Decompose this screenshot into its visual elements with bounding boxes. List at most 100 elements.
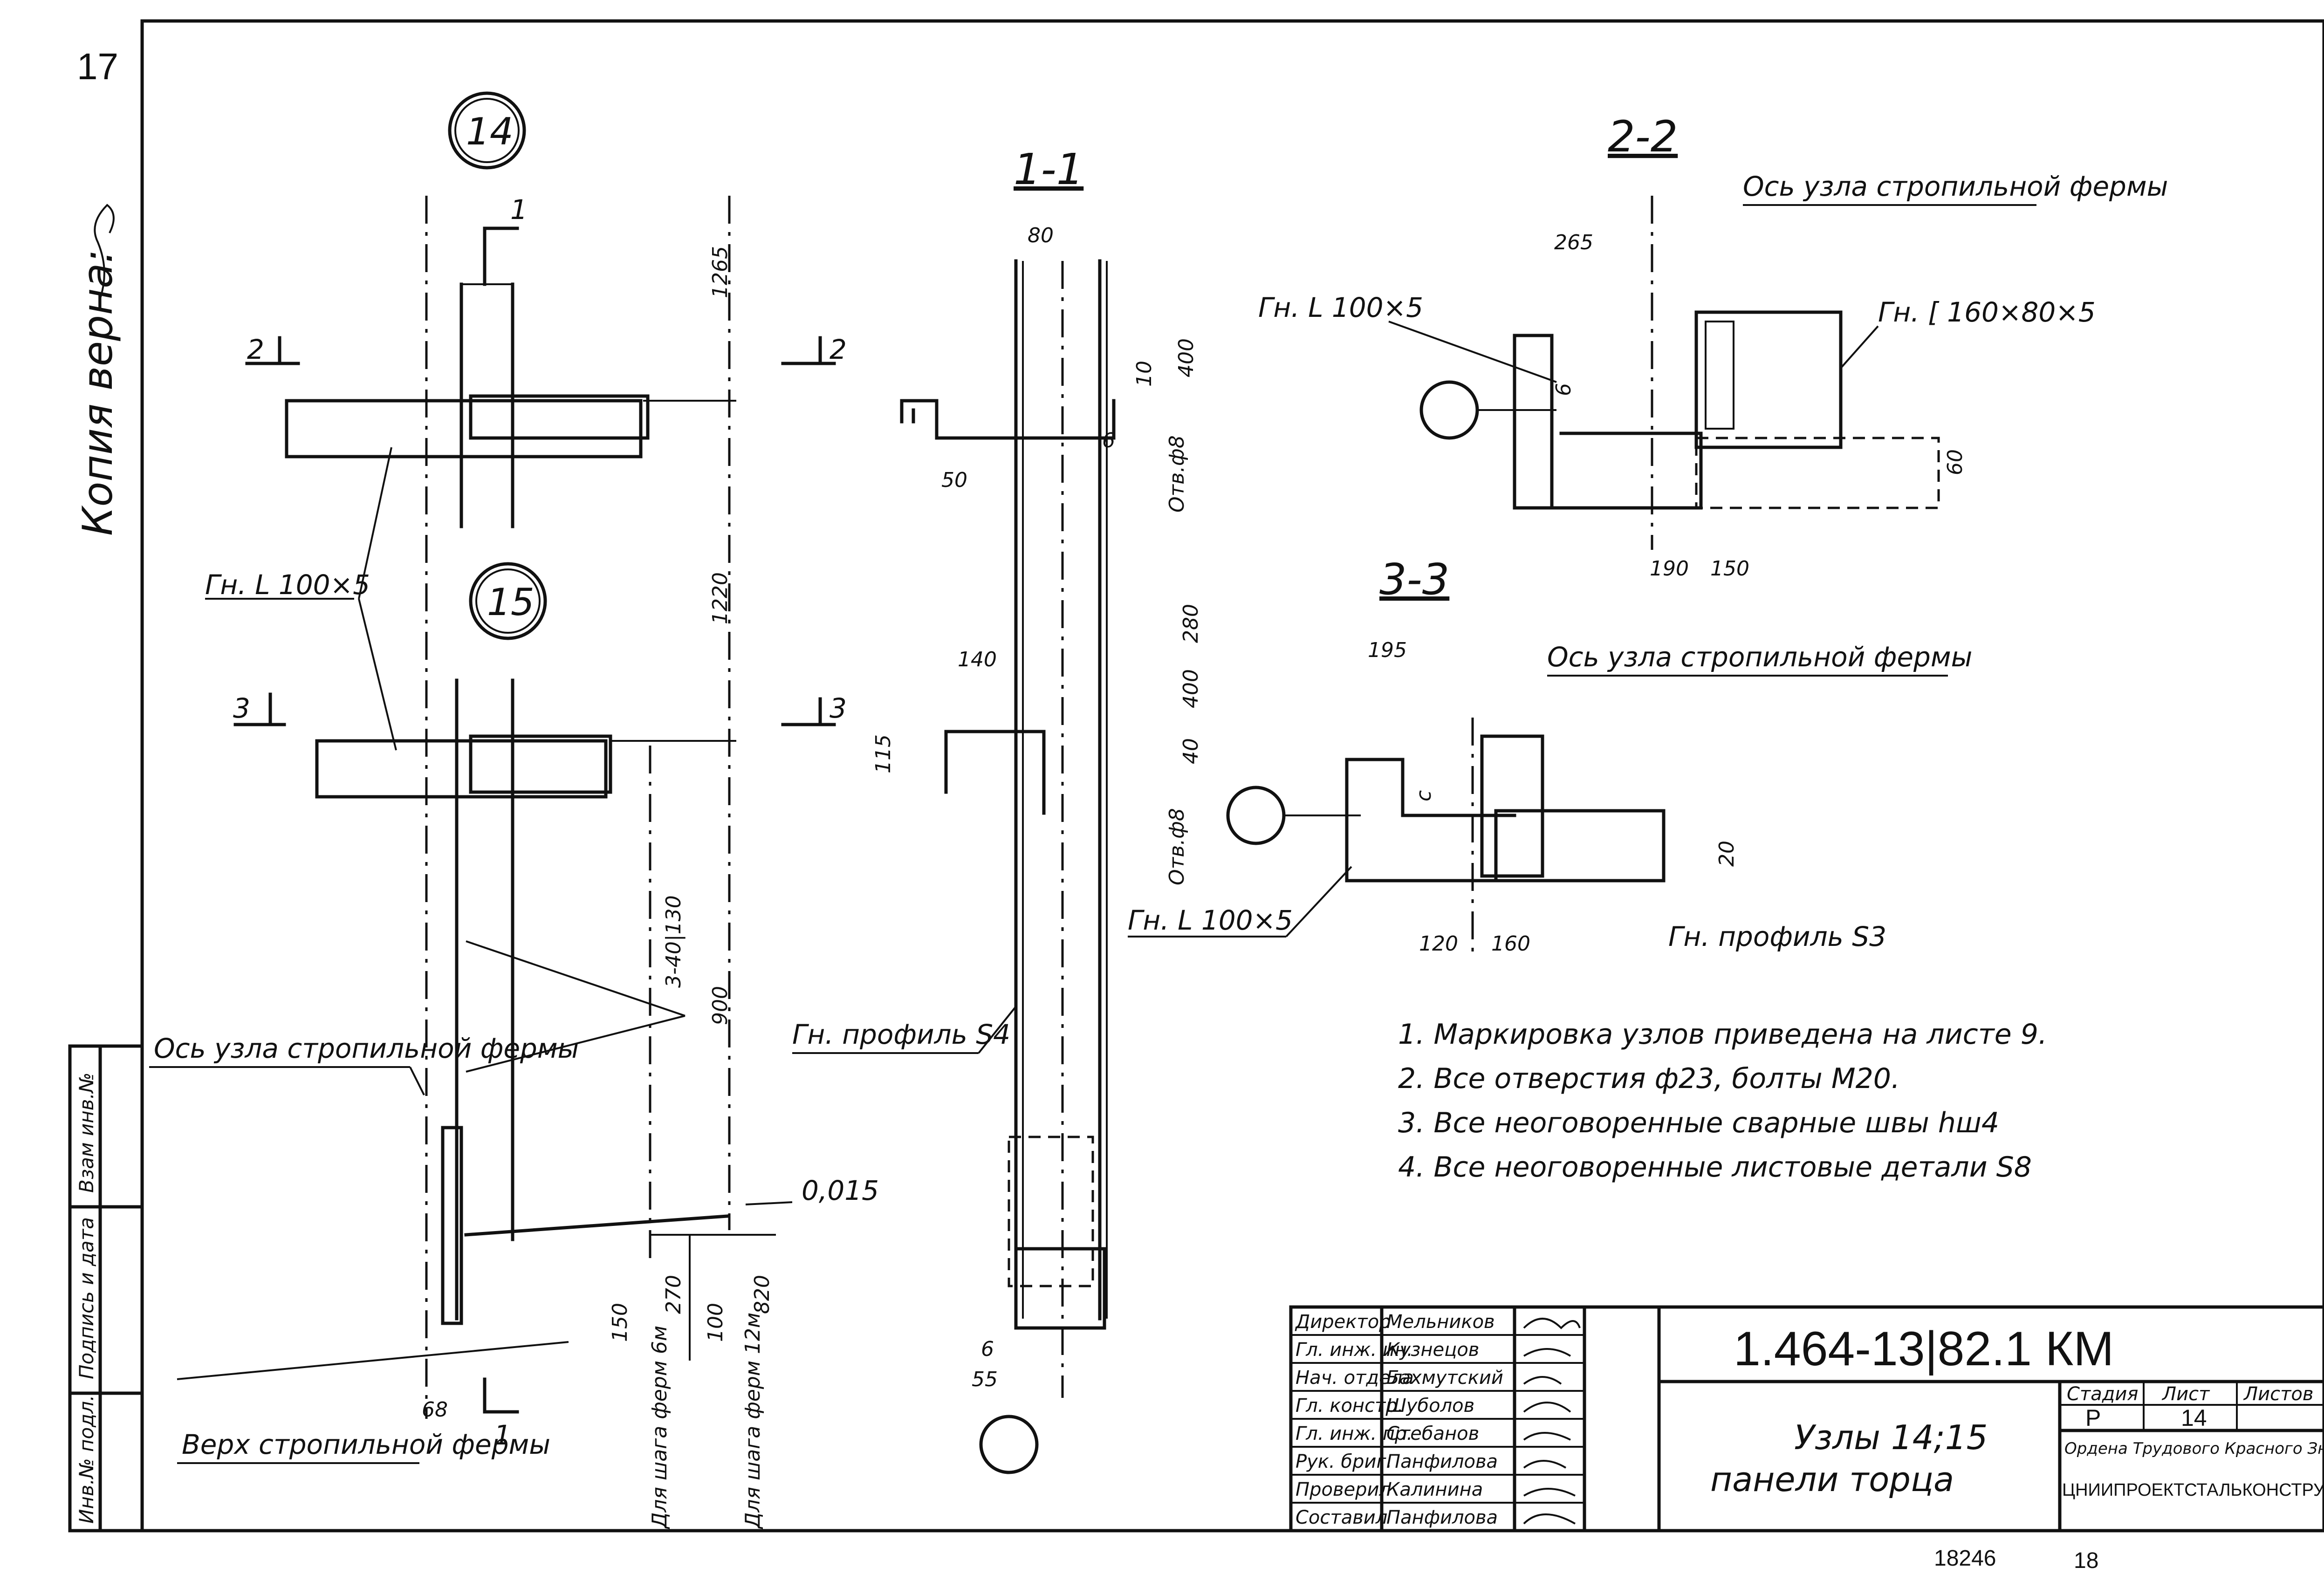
signatures <box>1523 1318 1581 1525</box>
svg-text:ЦНИИПРОЕКТСТАЛЬКОНСТРУКЦИЯ: ЦНИИПРОЕКТСТАЛЬКОНСТРУКЦИЯ <box>2062 1480 2324 1500</box>
svg-text:10: 10 <box>1132 361 1156 387</box>
label-top-truss: Верх стропильной фермы <box>182 1429 550 1460</box>
svg-text:Ордена Трудового Красного Знам: Ордена Трудового Красного Знамени <box>2064 1439 2324 1458</box>
drawing-code: 1.464-13|82.1 КМ <box>1734 1322 2114 1376</box>
svg-text:100: 100 <box>704 1303 727 1342</box>
svg-text:68: 68 <box>422 1398 448 1422</box>
svg-text:3: 3 <box>830 692 847 724</box>
svg-text:14: 14 <box>466 110 514 153</box>
label-axis-truss-left: Ось узла стропильной фермы <box>154 1033 579 1064</box>
svg-text:Инв.№ подл.: Инв.№ подл. <box>75 1395 98 1524</box>
svg-text:195: 195 <box>1368 638 1407 662</box>
svg-text:2. Все отверстия ф23, болты М2: 2. Все отверстия ф23, болты М20. <box>1398 1062 1900 1095</box>
svg-text:140: 140 <box>958 648 997 671</box>
svg-text:60: 60 <box>1943 449 1967 475</box>
main-elevation: 14 15 1 <box>149 91 879 1529</box>
svg-text:20: 20 <box>1715 841 1739 867</box>
svg-text:3: 3 <box>233 692 250 724</box>
label-angle-22: Гн. L 100×5 <box>1258 292 1423 323</box>
svg-text:Бахмутский: Бахмутский <box>1386 1367 1503 1389</box>
label-axis-22: Ось узла стропильной фермы <box>1743 171 2168 202</box>
svg-text:400: 400 <box>1174 338 1198 377</box>
svg-text:c: c <box>1412 790 1436 801</box>
svg-text:Стадия: Стадия <box>2067 1383 2138 1405</box>
svg-text:1: 1 <box>494 1419 511 1451</box>
node-marker-15 <box>469 562 547 640</box>
copy-signature <box>94 204 115 299</box>
svg-text:14: 14 <box>2181 1405 2207 1431</box>
node-marker-14 <box>448 91 526 170</box>
svg-text:Подпись и дата: Подпись и дата <box>75 1217 98 1379</box>
svg-text:400: 400 <box>1179 669 1203 708</box>
svg-text:Лист: Лист <box>2161 1383 2210 1405</box>
label-hole-mid: Отв.ф8 <box>1165 808 1189 885</box>
svg-text:900: 900 <box>708 986 732 1025</box>
title-block: Директор Мельников Гл. инж. ин. Кузнецов… <box>1289 1305 2324 1533</box>
svg-text:190: 190 <box>1650 557 1689 581</box>
svg-text:Гл. констр.: Гл. констр. <box>1296 1395 1403 1417</box>
svg-text:2: 2 <box>247 334 264 365</box>
svg-text:Гл. инж. ин.: Гл. инж. ин. <box>1296 1339 1413 1361</box>
svg-text:6: 6 <box>1102 429 1115 452</box>
svg-text:55: 55 <box>972 1368 998 1391</box>
copy-note: Копия верна: <box>74 249 122 536</box>
side-stamp: Взам инв.№ Подпись и дата Инв.№ подл. <box>68 1044 144 1533</box>
section-2-2: 2-2 265 6 60 190 150 Гн. L 100×5 Гн. [ 1… <box>1258 112 2168 581</box>
svg-text:4. Все неоговоренные листовые: 4. Все неоговоренные листовые детали S8 <box>1398 1151 2032 1184</box>
sheet-number-top: 17 <box>77 46 118 87</box>
svg-text:Проверил: Проверил <box>1296 1479 1391 1500</box>
svg-text:Узлы 14;15: Узлы 14;15 <box>1794 1418 1988 1457</box>
svg-text:Составил: Составил <box>1296 1507 1387 1528</box>
svg-text:Нач. отдела: Нач. отдела <box>1296 1367 1414 1389</box>
svg-text:Стебанов: Стебанов <box>1386 1423 1479 1444</box>
svg-text:Шуболов: Шуболов <box>1386 1395 1474 1417</box>
section-3-3: 3-3 195 c 20 120 160 Ось узла стропильно… <box>1128 554 1972 960</box>
svg-text:40: 40 <box>1179 738 1203 764</box>
section-title-2-2: 2-2 <box>1608 112 1678 162</box>
svg-text:Рук. бриг.: Рук. бриг. <box>1296 1451 1392 1472</box>
svg-text:Листов: Листов <box>2243 1383 2313 1405</box>
svg-text:1265: 1265 <box>708 246 732 298</box>
label-angle-33: Гн. L 100×5 <box>1128 904 1293 936</box>
svg-text:150: 150 <box>608 1303 632 1342</box>
svg-text:1. Маркировка узлов приведена: 1. Маркировка узлов приведена на листе 9… <box>1398 1018 2047 1051</box>
svg-text:115: 115 <box>871 734 895 773</box>
label-step-6: Для шага ферм 6м <box>648 1326 672 1529</box>
svg-text:270: 270 <box>662 1275 686 1314</box>
section-title-3-3: 3-3 <box>1379 554 1449 604</box>
section-1-1: 1-1 80 6 50 10 400 Отв.ф8 140 280 400 40… <box>792 144 1203 1474</box>
sheet-frame <box>140 19 2324 1533</box>
label-step-12: Для шага ферм 12м <box>741 1313 765 1529</box>
svg-text:280: 280 <box>1179 604 1203 643</box>
svg-text:панели торца: панели торца <box>1710 1460 1954 1499</box>
svg-text:Взам инв.№: Взам инв.№ <box>75 1073 98 1193</box>
svg-text:820: 820 <box>750 1275 774 1314</box>
svg-text:50: 50 <box>941 468 967 492</box>
svg-text:120: 120 <box>1419 932 1458 956</box>
bottom-number-1: 18246 <box>1934 1546 1996 1571</box>
svg-text:Калинина: Калинина <box>1386 1479 1483 1500</box>
section-cut-2: 2 2 <box>245 334 847 365</box>
section-cut-1-top: 1 <box>483 194 528 286</box>
svg-text:3. Все неоговоренные сварные ш: 3. Все неоговоренные сварные швы hш4 <box>1398 1107 1999 1139</box>
svg-text:160: 160 <box>1491 932 1530 956</box>
svg-text:Кузнецов: Кузнецов <box>1386 1339 1479 1361</box>
section-cut-1-bottom: 1 <box>483 1377 519 1451</box>
svg-text:Гл. инж. пр.: Гл. инж. пр. <box>1296 1423 1412 1444</box>
svg-text:2: 2 <box>830 334 847 365</box>
label-hole-top: Отв.ф8 <box>1165 435 1189 513</box>
label-axis-33: Ось узла стропильной фермы <box>1547 641 1972 673</box>
svg-text:80: 80 <box>1028 224 1054 247</box>
bottom-number-2: 18 <box>2074 1548 2098 1573</box>
svg-text:Директор: Директор <box>1295 1311 1391 1333</box>
svg-text:1: 1 <box>510 194 528 226</box>
section-cut-3: 3 3 <box>233 692 847 726</box>
section-title-1-1: 1-1 <box>1014 144 1083 194</box>
label-slope: 0,015 <box>802 1175 879 1206</box>
svg-text:3-40|130: 3-40|130 <box>662 895 686 988</box>
svg-text:150: 150 <box>1710 557 1749 581</box>
svg-text:Панфилова: Панфилова <box>1386 1507 1498 1528</box>
svg-text:Мельников: Мельников <box>1386 1311 1495 1333</box>
svg-text:Панфилова: Панфилова <box>1386 1451 1498 1472</box>
